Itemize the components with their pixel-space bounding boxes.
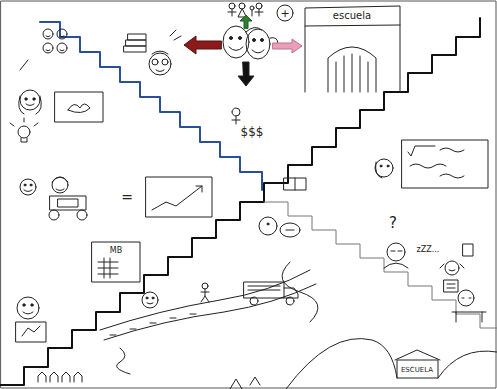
truck	[244, 282, 298, 305]
whiteboard-lesson	[375, 140, 488, 188]
girl-and-bulb	[10, 90, 41, 142]
small-figure	[232, 108, 240, 124]
grey-staircase	[264, 202, 497, 328]
hill-with-school	[230, 339, 497, 389]
school-building	[305, 6, 400, 92]
hand-written-label: zZZ...	[417, 246, 440, 254]
hand-written-label: ESCUELA	[401, 367, 433, 374]
group-of-faces	[20, 29, 67, 70]
book-and-bubble	[259, 178, 306, 237]
green-arrow	[240, 15, 252, 28]
pink-arrow	[273, 39, 302, 53]
hand-written-label: $$$	[241, 126, 264, 138]
hand-written-label: MB	[110, 247, 122, 255]
sleeping-figure	[384, 243, 473, 275]
red-arrow	[184, 36, 221, 54]
document-sheet	[92, 242, 140, 282]
figure-with-screen	[16, 297, 46, 342]
teacher-and-child	[20, 177, 87, 220]
two-children-faces	[223, 26, 278, 59]
hand-written-label: +	[280, 8, 289, 19]
figure-at-desk	[444, 280, 486, 322]
flag-card	[55, 92, 103, 122]
plus-circle	[277, 5, 293, 21]
growth-chart	[146, 177, 212, 217]
black-arrow	[238, 62, 254, 86]
hand-written-label: escuela	[333, 11, 371, 21]
black-staircase	[0, 18, 480, 385]
village-houses	[38, 372, 82, 382]
road-and-river	[100, 262, 318, 374]
hand-written-label: ?	[389, 216, 397, 231]
hand-written-label: =	[121, 190, 133, 204]
student-on-road	[142, 283, 209, 308]
studious-figure	[124, 30, 181, 75]
